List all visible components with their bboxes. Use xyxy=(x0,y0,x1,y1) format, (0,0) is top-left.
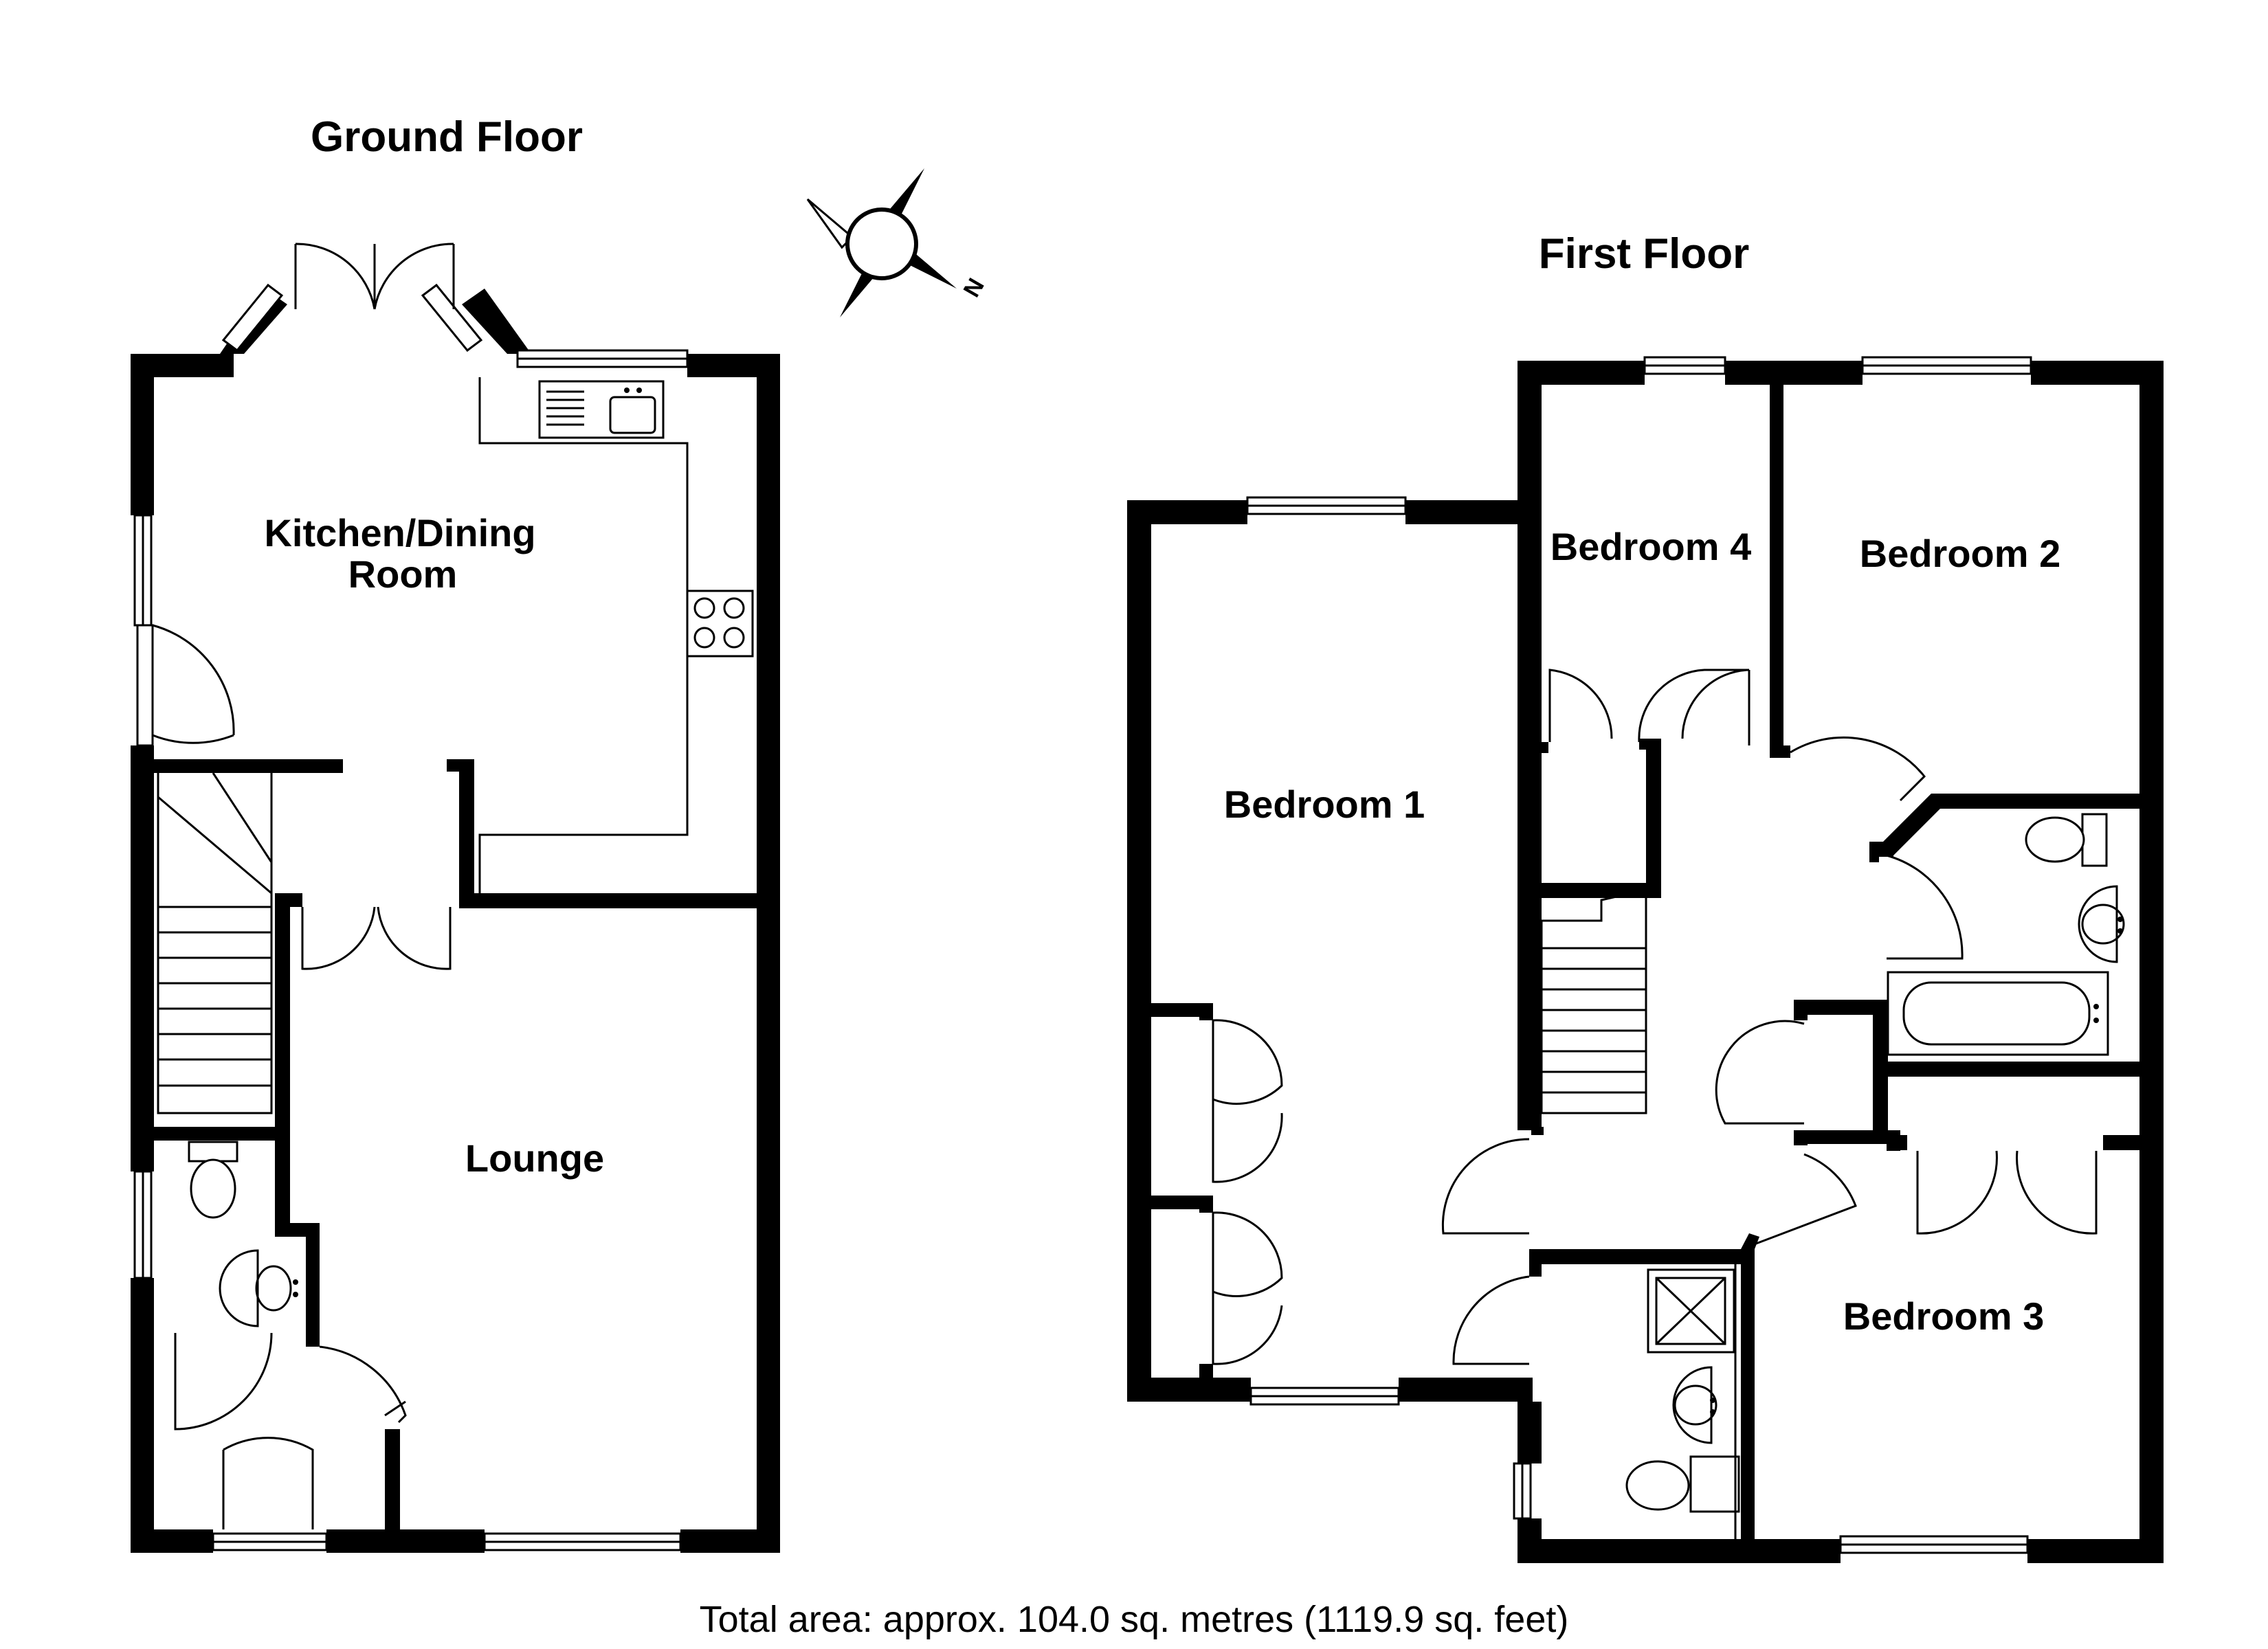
bath-toilet-cistern-icon xyxy=(2081,813,2108,867)
first-floor-walls xyxy=(1127,361,2164,1563)
compass-icon: N xyxy=(806,168,990,317)
shower-toilet-cistern-icon xyxy=(1689,1455,1740,1513)
ground-floor-walls xyxy=(131,289,780,1553)
first-floor-windows xyxy=(1246,356,2032,1554)
ground-floor-fixtures xyxy=(157,377,754,1327)
bath-icon xyxy=(1887,971,2109,1056)
bath-basin-icon xyxy=(2078,885,2125,963)
room-label-bedroom-3: Bedroom 3 xyxy=(1843,1294,2045,1338)
ground-floor-windows xyxy=(133,283,689,1551)
first-floor-stairs xyxy=(1540,888,1647,1114)
shower-basin-icon xyxy=(1672,1366,1717,1444)
ground-floor-stairs xyxy=(157,772,273,1114)
toilet-cistern-icon xyxy=(188,1141,238,1163)
room-label-lounge: Lounge xyxy=(465,1136,604,1180)
first-floor-fixtures xyxy=(1540,813,2125,1539)
room-label-kitchen-dining-room: Room xyxy=(348,552,458,596)
room-label-bedroom-1: Bedroom 1 xyxy=(1224,783,1425,826)
first-floor-title: First Floor xyxy=(1539,230,1750,278)
room-label-bedroom-4: Bedroom 4 xyxy=(1550,525,1752,568)
first-floor-doors xyxy=(1212,669,2098,1365)
ground-floor-title: Ground Floor xyxy=(311,113,583,161)
toilet-icon xyxy=(190,1158,236,1219)
room-label-kitchen-dining: Kitchen/Dining xyxy=(264,511,535,554)
basin-icon xyxy=(219,1249,298,1327)
compass-north-label: N xyxy=(959,274,990,302)
room-label-bedroom-2: Bedroom 2 xyxy=(1860,532,2061,575)
bath-toilet-icon xyxy=(2025,816,2085,863)
total-area-caption: Total area: approx. 104.0 sq. metres (11… xyxy=(700,1599,1569,1640)
ground-floor-doors xyxy=(136,243,455,1529)
shower-tray-icon xyxy=(1647,1268,1735,1354)
shower-toilet-icon xyxy=(1625,1460,1690,1511)
kitchen-sink-icon xyxy=(546,388,656,434)
